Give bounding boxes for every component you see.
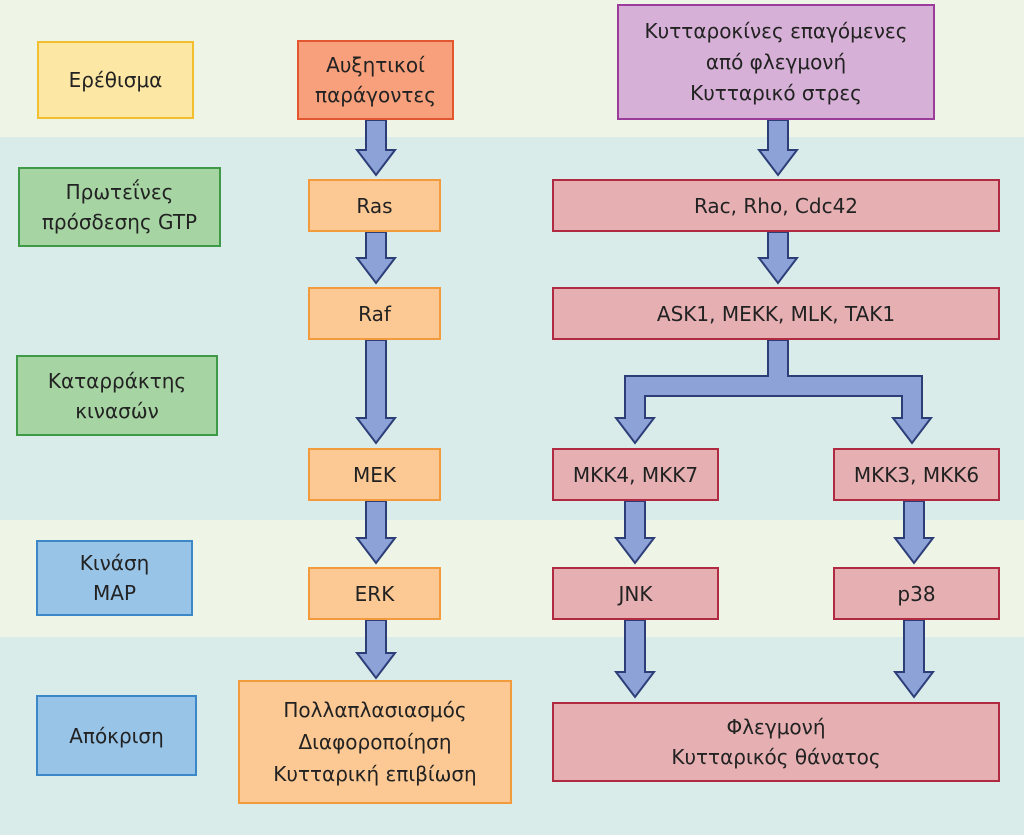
label-cascade-line-2: κινασών — [75, 398, 159, 423]
left-response-line-1: Πολλαπλασιασμός — [283, 698, 467, 722]
left-response-line-2: Διαφοροποίηση — [298, 730, 452, 754]
label-stimulus: Ερέθισμα — [37, 41, 194, 119]
node-mkk3-mkk6: MKK3, MKK6 — [833, 448, 1000, 501]
node-p38: p38 — [833, 567, 1000, 620]
label-gtp-line-1: Πρωτεΐνες — [65, 180, 174, 204]
ask1-text: ASK1, MEKK, MLK, TAK1 — [656, 301, 896, 326]
label-map-line-2: MAP — [93, 581, 136, 605]
label-gtp-binding-proteins: Πρωτεΐνες πρόσδεσης GTP — [18, 167, 221, 247]
arrow-ask1-branch — [613, 339, 934, 445]
arrow-ras-to-raf — [354, 231, 398, 285]
arrow-mkk47-to-jnk — [613, 500, 657, 565]
node-ask1-mekk: ASK1, MEKK, MLK, TAK1 — [552, 287, 1000, 340]
rac-rho-text: Rac, Rho, Cdc42 — [693, 193, 859, 218]
p38-text: p38 — [897, 581, 936, 606]
arrow-rac-to-ask1 — [756, 231, 800, 285]
growth-factors-line-1: Αυξητικοί — [326, 53, 425, 77]
cytokines-line-1: Κυτταροκίνες επαγόμενες — [644, 18, 908, 43]
cytokines-line-3: Κυτταρικό στρες — [690, 80, 862, 105]
label-response: Απόκριση — [36, 695, 197, 776]
mkk47-text: MKK4, MKK7 — [572, 462, 699, 487]
jnk-text: JNK — [618, 581, 653, 606]
arrow-erk-to-response — [354, 619, 398, 680]
label-map-kinase: Κινάση MAP — [36, 540, 193, 616]
arrow-raf-to-mek — [354, 339, 398, 445]
arrow-growth-to-ras — [354, 119, 398, 177]
node-erk: ERK — [308, 567, 441, 620]
node-mek: MEK — [308, 448, 441, 501]
ras-text: Ras — [356, 193, 393, 218]
cytokines-line-2: από φλεγμονή — [705, 49, 847, 74]
mek-text: MEK — [352, 462, 396, 487]
growth-factors-line-2: παράγοντες — [315, 83, 436, 107]
node-raf: Raf — [308, 287, 441, 340]
arrow-mkk36-to-p38 — [892, 500, 936, 565]
label-stimulus-text: Ερέθισμα — [68, 68, 163, 92]
arrow-mek-to-erk — [354, 500, 398, 565]
erk-text: ERK — [354, 581, 395, 606]
label-map-line-1: Κινάση — [79, 551, 150, 575]
node-right-response: Φλεγμονή Κυτταρικός θάνατος — [552, 702, 1000, 782]
arrow-jnk-to-response — [613, 619, 657, 699]
node-mkk4-mkk7: MKK4, MKK7 — [552, 448, 719, 501]
label-gtp-line-2: πρόσδεσης GTP — [41, 210, 198, 234]
label-kinase-cascade: Καταρράκτης κινασών — [16, 355, 218, 436]
arrow-stimulus-to-rac — [756, 119, 800, 177]
right-response-line-2: Κυτταρικός θάνατος — [671, 745, 881, 769]
node-rac-rho-cdc42: Rac, Rho, Cdc42 — [552, 179, 1000, 232]
arrow-p38-to-response — [892, 619, 936, 699]
label-cascade-line-1: Καταρράκτης — [47, 368, 187, 393]
right-response-line-1: Φλεγμονή — [726, 715, 826, 739]
node-left-response: Πολλαπλασιασμός Διαφοροποίηση Κυτταρική … — [238, 680, 512, 804]
label-response-text: Απόκριση — [69, 723, 164, 748]
node-jnk: JNK — [552, 567, 719, 620]
left-response-line-3: Κυτταρική επιβίωση — [273, 762, 477, 786]
node-cytokines-stress: Κυτταροκίνες επαγόμενες από φλεγμονή Κυτ… — [617, 4, 935, 120]
mkk36-text: MKK3, MKK6 — [853, 462, 980, 487]
node-growth-factors: Αυξητικοί παράγοντες — [297, 40, 454, 120]
node-ras: Ras — [308, 179, 441, 232]
raf-text: Raf — [358, 301, 391, 326]
